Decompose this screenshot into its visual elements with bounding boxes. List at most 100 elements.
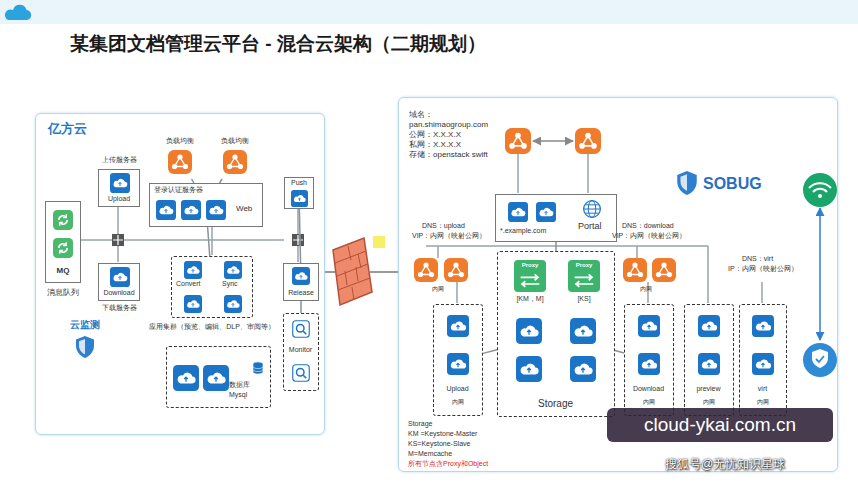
server-group: 数据库Mysql (166, 346, 271, 408)
cloud-icon-part-part (173, 365, 199, 391)
node-text: 公网：X.X.X.X (409, 130, 461, 139)
cloud-icon-part (698, 315, 720, 337)
node-text: 应用集群（预览、编辑、DLP、审阅等） (136, 323, 288, 331)
node-text: Web (236, 204, 252, 213)
cloud-icon-part (447, 315, 469, 337)
lb-icon-part-part (172, 164, 177, 169)
label: Storage (408, 420, 433, 428)
cloud-icon-part-part (187, 266, 199, 273)
db-icon-part (251, 361, 265, 375)
node-text: Upload (434, 385, 481, 393)
cloud-icon-part-part (707, 325, 710, 329)
cloud-icon-part-part (521, 364, 539, 375)
node-text: 内网 (625, 399, 672, 406)
mon-icon-part-part (303, 331, 306, 334)
node-text: 存储：openstack swift (409, 150, 488, 159)
node-text: preview (685, 385, 732, 393)
node-text: Push (285, 179, 313, 187)
wifi-icon (809, 183, 831, 192)
cloud-icon-part (203, 365, 229, 391)
lb-icon-part-part (183, 164, 188, 169)
server-box: MQ消息队列 (45, 201, 81, 283)
mq-icon (53, 238, 73, 258)
cloud-icon (292, 267, 310, 285)
cloud-icon-part-part (156, 200, 176, 220)
node-text: 上传服务器 (92, 156, 146, 164)
lb-icon-part-part (168, 150, 192, 174)
db-icon (251, 361, 265, 375)
connector (192, 179, 194, 183)
shield-icon-part-part (79, 339, 85, 354)
cloud-icon-part-part (707, 363, 710, 367)
node-text: 负载均衡 (214, 137, 256, 145)
server-box: Push (284, 177, 314, 209)
server-box: 上传服务器Upload (98, 169, 140, 207)
cloud-icon-part-part (192, 303, 195, 306)
node-text: Monitor (284, 346, 317, 354)
node-text: 登录认证服务器 (154, 186, 203, 194)
db-icon-part-part (253, 364, 262, 374)
globe-icon (582, 199, 602, 219)
cloud-icon-part (516, 318, 542, 344)
cloud-icon (698, 353, 720, 375)
cloud-icon-part-part (536, 202, 556, 222)
mq-icon-part (53, 210, 73, 230)
connector (555, 242, 557, 251)
node-text: Storage (498, 398, 613, 410)
connector (483, 350, 497, 354)
cloud-icon-part (536, 202, 556, 222)
connector (220, 179, 222, 183)
cloud-icon-part (206, 200, 226, 220)
switch-symbol (292, 234, 304, 246)
node-text: 云监测 (59, 319, 111, 331)
server-box: Release (283, 263, 319, 301)
mon-icon-part-part (303, 375, 306, 378)
label: KM =Keystone-Master (408, 430, 477, 438)
cloud-icon-part-part (570, 356, 596, 382)
cloud-icon (570, 356, 596, 382)
server-group: Monitor (283, 313, 319, 391)
server-box: 云监测 (59, 319, 111, 369)
cloud-icon-part-part (638, 353, 660, 375)
node-text: pan.shimaogroup.com (409, 120, 488, 129)
cloud-logo (5, 5, 31, 20)
cloud-icon-part-part (224, 295, 242, 313)
mq-icon-part (53, 238, 73, 258)
lb-icon-part-part (177, 154, 182, 159)
cloud-icon-part (291, 190, 308, 207)
cloud-icon (570, 318, 596, 344)
wifi-icon (818, 194, 822, 198)
firewall-symbol (333, 238, 372, 305)
shield-icon (812, 349, 828, 368)
node-text: Proxy (514, 262, 546, 269)
cloud-icon (638, 315, 660, 337)
right-bus-part (587, 154, 589, 193)
label: 内网 (432, 286, 444, 293)
cloud-icon (752, 315, 774, 337)
server-group: Upload内网 (433, 304, 483, 416)
cloud-icon (698, 315, 720, 337)
server-box: 负载均衡 (159, 137, 201, 179)
cloud-icon-part-part (119, 276, 122, 280)
cloud-icon-part (508, 202, 528, 222)
right-bus-part (636, 246, 638, 258)
cloud-icon-part-part (160, 206, 174, 214)
cloud-icon-part-part (752, 315, 774, 337)
label: KS=Keystone-Slave (408, 440, 470, 448)
cloud-icon-part-part (203, 365, 229, 391)
cloud-icon-part-part (227, 300, 239, 307)
cloud-icon-part-part (451, 359, 466, 368)
label: SOBUG (703, 175, 762, 193)
cloud-icon-part-part (752, 353, 774, 375)
mq-icon-part-part (60, 242, 67, 254)
cloud-icon (110, 267, 130, 287)
cloud-icon-part-part (110, 173, 130, 193)
lb-icon (168, 150, 192, 174)
switch-symbol (113, 235, 123, 245)
cloud-icon-part-part (512, 208, 526, 216)
node-text: Portal (578, 221, 602, 231)
label: VIP：内网（映射公网） (412, 232, 486, 240)
cloud-icon (752, 353, 774, 375)
mon-icon-part-part (297, 369, 305, 377)
